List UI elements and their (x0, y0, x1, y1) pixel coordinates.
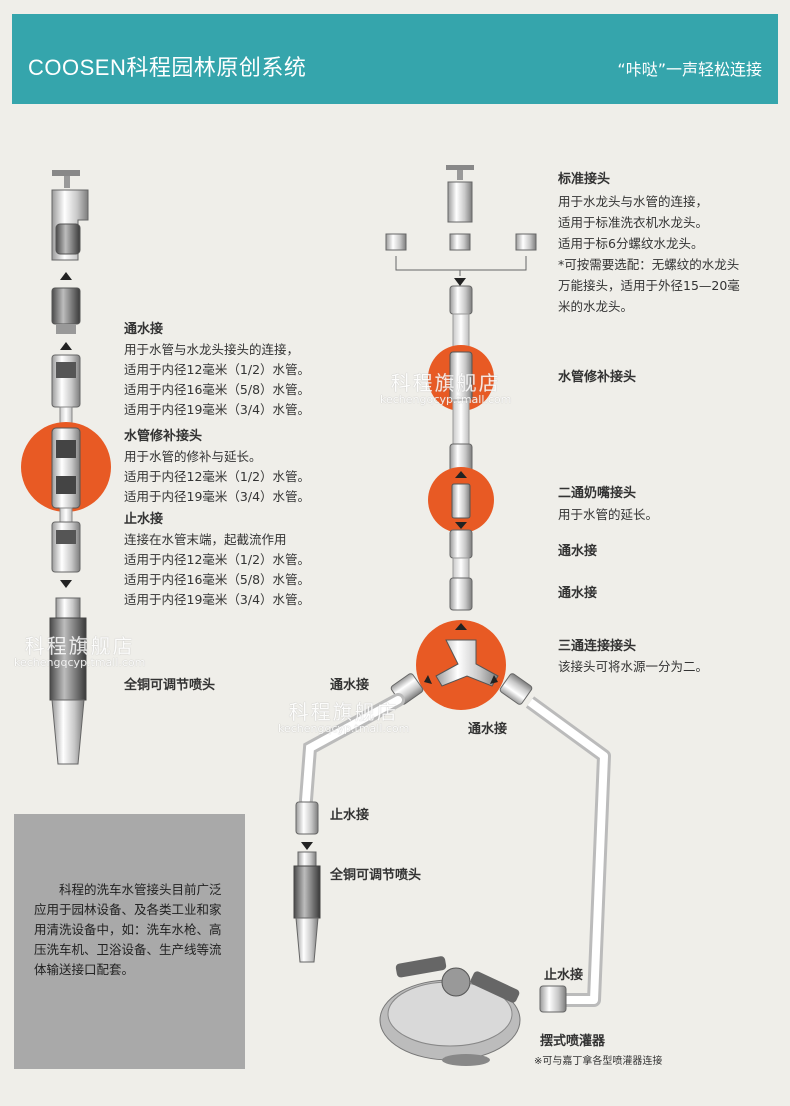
faucet-right (446, 165, 474, 223)
label-stop: 止水接 (124, 512, 164, 527)
desc-line: 适用于内径19毫米（3/4）水管。 (124, 592, 311, 607)
desc-line: 米的水龙头。 (558, 299, 634, 314)
header-bar: COOSEN科程园林原创系统 “咔哒”一声轻松连接 (12, 14, 778, 104)
desc-line: 用于水龙头与水管的连接， (558, 194, 709, 209)
desc-line: 用于水管与水龙头接头的连接， (124, 342, 300, 357)
desc-line: 适用于内径16毫米（5/8）水管。 (124, 382, 311, 397)
label-tongshuijie: 通水接 (124, 322, 164, 337)
desc-line: 适用于内径19毫米（3/4）水管。 (124, 402, 311, 417)
info-box: 科程的洗车水管接头目前广泛应用于园林设备、及各类工业和家用清洗设备中，如：洗车水… (14, 814, 245, 1069)
slogan: “咔哒”一声轻松连接 (617, 60, 762, 79)
desc-line: 万能接头，适用于外径15—20毫 (558, 278, 740, 293)
desc-line: 适用于内径12毫米（1/2）水管。 (124, 552, 311, 567)
sprinkler-illustration (379, 956, 521, 1066)
desc-line: 用于水管的延长。 (558, 507, 659, 522)
label-threeway: 三通连接接头 (558, 639, 637, 654)
label-stop-right: 止水接 (330, 808, 370, 823)
desc-line: 适用于内径12毫米（1/2）水管。 (124, 469, 311, 484)
label-tongshuijie-right: 通水接 (558, 544, 598, 559)
label-branch-left: 通水接 (330, 678, 370, 693)
faucet-left (51, 170, 89, 261)
label-twoway: 二通奶嘴接头 (558, 486, 637, 501)
desc-line: 适用于内径19毫米（3/4）水管。 (124, 489, 311, 504)
desc-line: 适用于标6分螺纹水龙头。 (558, 236, 704, 251)
desc-line: 适用于标准洗衣机水龙头。 (558, 215, 709, 230)
brand-title: COOSEN科程园林原创系统 (28, 55, 307, 80)
label-sprinkler: 摆式喷灌器 (540, 1034, 606, 1049)
nozzle-left (49, 597, 87, 765)
desc-line: 适用于内径16毫米（5/8）水管。 (124, 572, 311, 587)
label-branch-right: 通水接 (468, 722, 508, 737)
label-repair-right: 水管修补接头 (558, 370, 637, 385)
label-stop-sprinkler: 止水接 (544, 968, 584, 983)
info-text: 科程的洗车水管接头目前广泛应用于园林设备、及各类工业和家用清洗设备中，如：洗车水… (34, 882, 222, 977)
label-tongshuijie-right: 通水接 (558, 586, 598, 601)
desc-line: 该接头可将水源一分为二。 (558, 659, 709, 674)
label-nozzle-right: 全铜可调节喷头 (330, 868, 422, 883)
label-repair: 水管修补接头 (124, 429, 203, 444)
label-nozzle: 全铜可调节喷头 (124, 678, 216, 693)
label-standard: 标准接头 (558, 172, 611, 187)
nozzle-right (293, 851, 321, 963)
desc-line: 连接在水管末端，起截流作用 (124, 532, 287, 547)
desc-line: 适用于内径12毫米（1/2）水管。 (124, 362, 311, 377)
sprinkler-note: ※可与嘉丁拿各型喷灌器连接 (534, 1056, 663, 1067)
desc-line: *可按需要选配：无螺纹的水龙头 (558, 257, 740, 272)
desc-line: 用于水管的修补与延长。 (124, 449, 262, 464)
